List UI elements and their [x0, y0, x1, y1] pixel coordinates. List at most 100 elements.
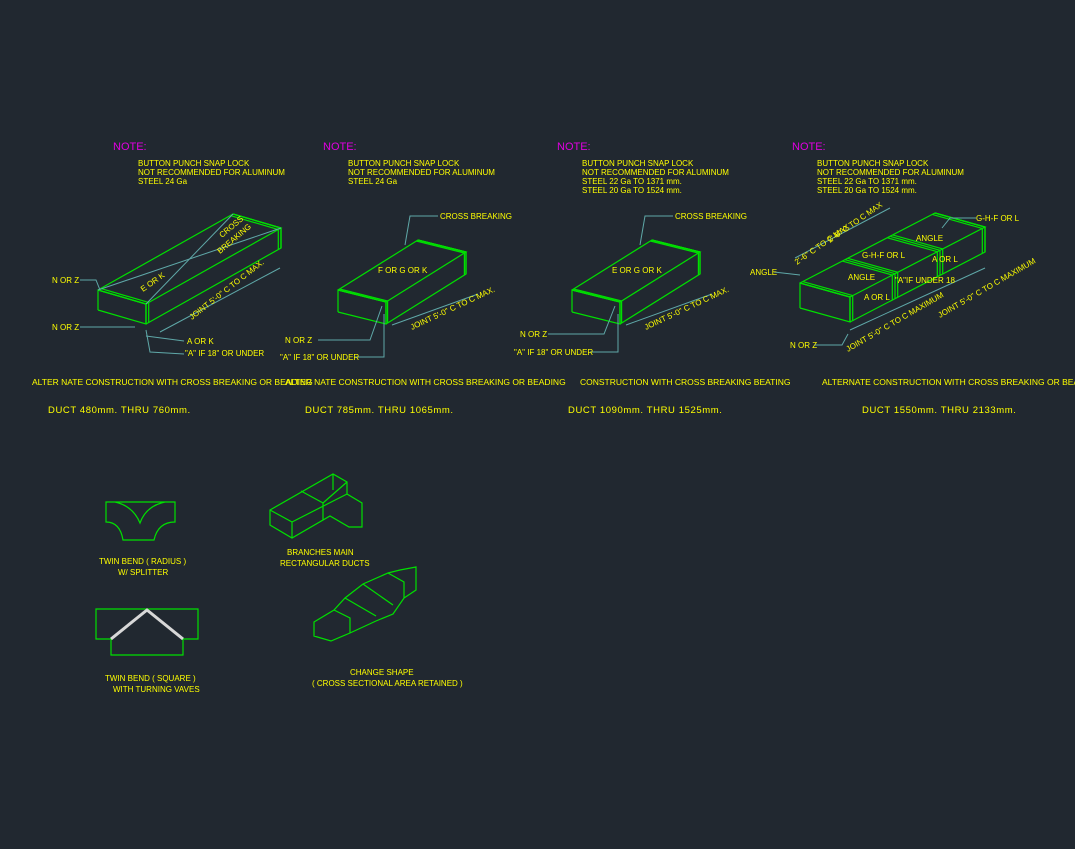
duct-side-face	[145, 228, 282, 325]
caption: ALTER NATE CONSTRUCTION WITH CROSS BREAK…	[285, 377, 566, 387]
leader	[318, 305, 383, 341]
label: A OR L	[864, 293, 890, 302]
label: A OR K	[187, 337, 214, 346]
duct-geometry	[80, 207, 987, 358]
caption: BRANCHES MAIN	[287, 548, 354, 557]
note-line: STEEL 24 Ga	[348, 177, 398, 186]
caption: TWIN BEND ( SQUARE )	[105, 674, 196, 683]
leader	[773, 271, 801, 276]
note-title: NOTE:	[323, 141, 357, 153]
caption: ALTERNATE CONSTRUCTION WITH CROSS BREAKI…	[822, 377, 1075, 387]
duct-range: DUCT 1090mm. THRU 1525mm.	[568, 405, 723, 416]
note-line: STEEL 22 Ga TO 1371 mm.	[582, 177, 682, 186]
label: ANGLE	[916, 234, 943, 243]
duct-joint	[571, 289, 621, 324]
label: 2'-6" C TO C MAX	[826, 200, 885, 245]
note-line: STEEL 20 Ga TO 1524 mm.	[582, 186, 682, 195]
label: CROSS BREAKING	[440, 212, 512, 221]
leader	[548, 305, 616, 335]
note-line: BUTTON PUNCH SNAP LOCK	[582, 159, 694, 168]
leader	[145, 335, 185, 342]
label: ANGLE	[848, 273, 875, 282]
label: "A" IF 18" OR UNDER	[514, 348, 593, 357]
caption: ALTER NATE CONSTRUCTION WITH CROSS BREAK…	[32, 377, 313, 387]
label: "A"IF UNDER 18	[895, 276, 955, 285]
label: JOINT 5'-0" C TO C MAX.	[409, 285, 496, 332]
duct-joint	[650, 240, 700, 275]
duct-joint	[847, 257, 899, 298]
label: N OR Z	[520, 330, 547, 339]
note-line: BUTTON PUNCH SNAP LOCK	[138, 159, 250, 168]
note-line: BUTTON PUNCH SNAP LOCK	[817, 159, 929, 168]
leader	[815, 333, 849, 346]
caption: ( CROSS SECTIONAL AREA RETAINED )	[312, 679, 463, 688]
duct-joint	[799, 282, 851, 322]
label: A OR L	[932, 255, 958, 264]
duct-joint	[230, 214, 279, 250]
note-line: NOT RECOMMENDED FOR ALUMINUM	[138, 168, 285, 177]
label: G-H-F OR L	[862, 251, 906, 260]
label: ANGLE	[750, 268, 777, 277]
note-line: BUTTON PUNCH SNAP LOCK	[348, 159, 460, 168]
turning-vanes	[110, 608, 184, 641]
panel-1: NOTE: BUTTON PUNCH SNAP LOCK NOT RECOMME…	[32, 141, 313, 416]
duct-joint	[651, 239, 701, 274]
caption: TWIN BEND ( RADIUS )	[99, 557, 186, 566]
note-title: NOTE:	[557, 141, 591, 153]
note-line: NOT RECOMMENDED FOR ALUMINUM	[817, 168, 964, 177]
duct-joint	[892, 234, 944, 274]
note-line: NOT RECOMMENDED FOR ALUMINUM	[348, 168, 495, 177]
label: N OR Z	[285, 336, 312, 345]
leader	[355, 314, 385, 358]
duct-joint	[416, 240, 465, 275]
duct-joint	[417, 239, 467, 274]
duct-joint	[573, 288, 623, 323]
label: G-H-F OR L	[976, 214, 1020, 223]
label: "A" IF 18" OR UNDER	[185, 349, 264, 358]
duct-joint	[802, 281, 854, 321]
label: CROSS BREAKING	[675, 212, 747, 221]
leader	[941, 217, 976, 229]
dimension-line	[625, 293, 713, 326]
twin-bend-radius-shape	[105, 501, 176, 541]
note-title: NOTE:	[792, 141, 826, 153]
note-line: NOT RECOMMENDED FOR ALUMINUM	[582, 168, 729, 177]
dimension-line	[794, 207, 891, 259]
change-shape-shape	[313, 566, 417, 642]
panel-3: NOTE: BUTTON PUNCH SNAP LOCK NOT RECOMME…	[514, 141, 790, 416]
label: E OR G OR K	[612, 266, 662, 275]
note-line: STEEL 24 Ga	[138, 177, 188, 186]
leader	[590, 314, 619, 353]
label: F OR G OR K	[378, 266, 428, 275]
leader	[404, 215, 438, 246]
dimension-line	[159, 267, 281, 333]
note-line: STEEL 22 Ga TO 1371 mm.	[817, 177, 917, 186]
duct-front-face	[799, 282, 851, 323]
label: "A" IF 18" OR UNDER	[280, 353, 359, 362]
dimension-line	[849, 267, 986, 331]
duct-joint	[844, 259, 896, 299]
label: JOINT 5'-0" C TO C MAX.	[643, 285, 730, 332]
label: N OR Z	[790, 341, 817, 350]
label: N OR Z	[52, 276, 79, 285]
twin-bend-square-shape	[95, 608, 199, 656]
duct-range: DUCT 785mm. THRU 1065mm.	[305, 405, 454, 416]
caption: WITH TURNING VAVES	[113, 685, 200, 694]
label: JOINT 5'-0" C TO C MAXIMUM	[937, 256, 1038, 319]
duct-joint	[100, 287, 150, 323]
duct-joint	[889, 235, 941, 276]
label: E OR K	[139, 270, 167, 293]
label: JOINT 5'-0" C TO C MAX.	[188, 258, 266, 322]
cross-break-line	[145, 213, 234, 305]
duct-joint	[887, 237, 938, 277]
fittings: TWIN BEND ( RADIUS ) W/ SPLITTER TWIN BE…	[95, 473, 463, 694]
leader	[80, 279, 101, 291]
caption: RECTANGULAR DUCTS	[280, 559, 370, 568]
duct-joint	[842, 260, 893, 301]
label: N OR Z	[52, 323, 79, 332]
duct-joint	[339, 288, 389, 323]
caption: CONSTRUCTION WITH CROSS BREAKING BEATING	[580, 377, 790, 387]
caption: W/ SPLITTER	[118, 568, 168, 577]
branches-shape	[269, 473, 363, 539]
